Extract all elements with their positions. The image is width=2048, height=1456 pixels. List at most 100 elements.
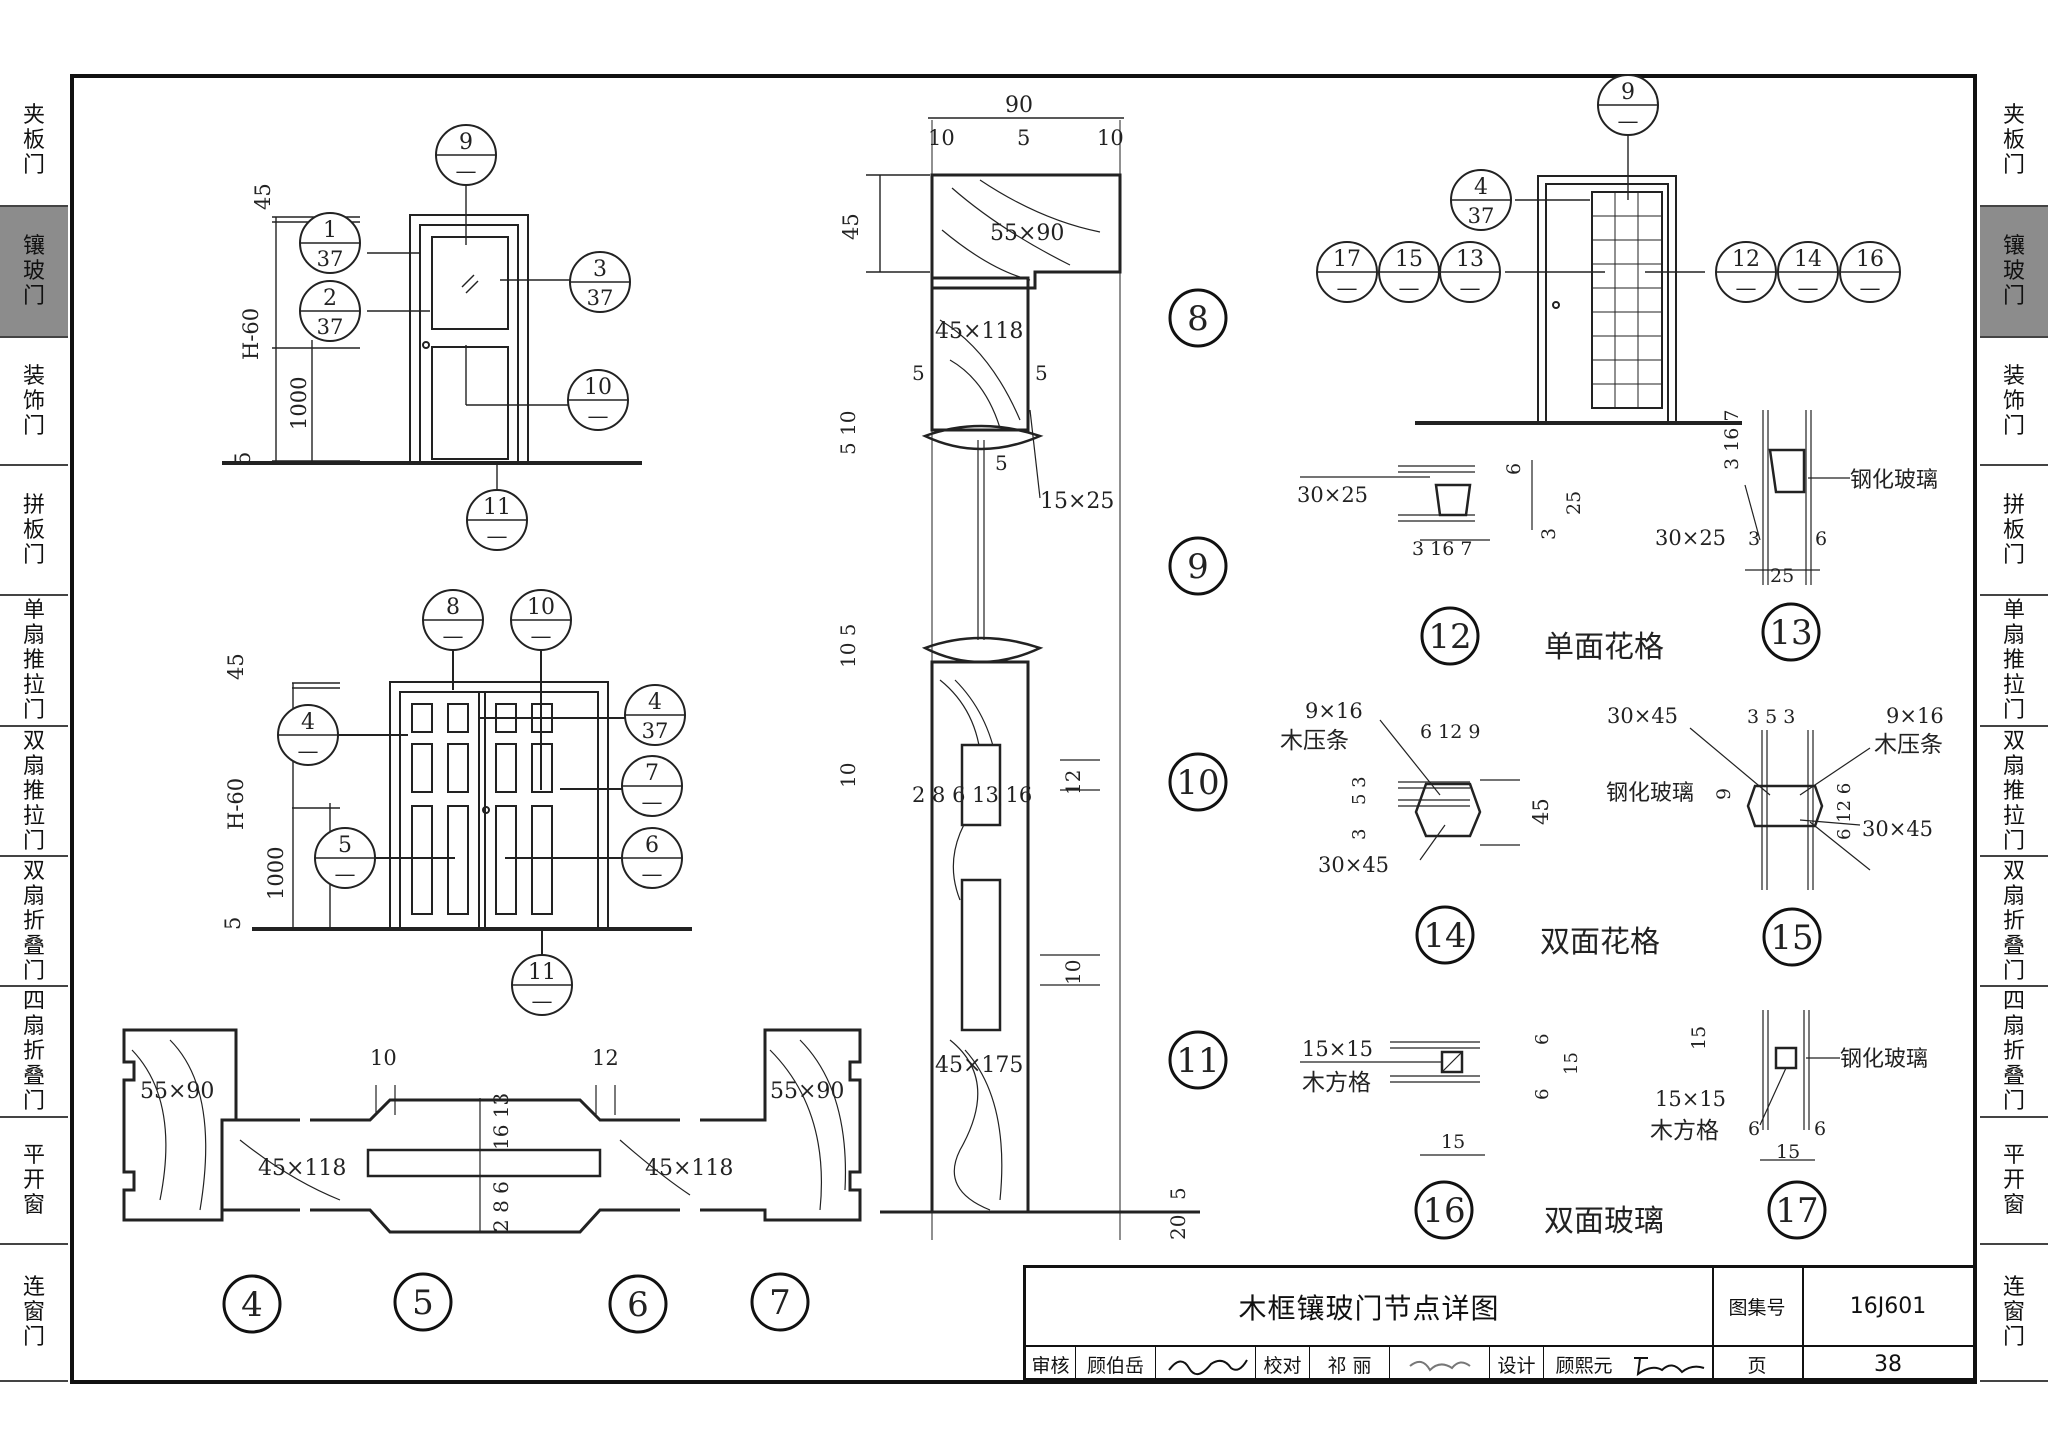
left-tab-1[interactable]: 镶玻门 xyxy=(0,207,68,338)
detail-number: 11 xyxy=(1176,1041,1219,1081)
callout-sheet-number: — xyxy=(1337,276,1358,300)
callout-detail-number: 11 xyxy=(528,960,556,985)
detail-marker-16: 16 xyxy=(1414,1180,1474,1240)
detail-circle xyxy=(1168,1030,1228,1090)
caption-double-glass: 双面玻璃 xyxy=(1544,1204,1664,1239)
callout-detail-number: 10 xyxy=(527,595,555,620)
callout-detail-number: 9 xyxy=(459,130,473,155)
detail-marker-5: 5 xyxy=(393,1272,453,1332)
d15-glass-label: 钢化玻璃 xyxy=(1606,781,1694,806)
index-callout-c4b: 4— xyxy=(277,704,339,766)
right-tab-5[interactable]: 双扇推拉门 xyxy=(1980,727,2048,857)
detail-circle xyxy=(222,1274,282,1334)
callout-detail-number: 4 xyxy=(648,690,662,715)
d17-6-left: 6 xyxy=(1748,1118,1760,1140)
callout-detail-number: 4 xyxy=(1474,175,1488,200)
right-tab-6[interactable]: 双扇折叠门 xyxy=(1980,857,2048,987)
d14-6-12-9: 6 12 9 xyxy=(1420,721,1480,743)
d16-15: 15 xyxy=(1561,1052,1582,1075)
left-tab-0[interactable]: 夹板门 xyxy=(0,76,68,207)
right-tab-0[interactable]: 夹板门 xyxy=(1980,76,2048,207)
dim-45-frame: 45 xyxy=(839,213,863,240)
index-callout-c10b: 10— xyxy=(510,589,572,651)
left-tab-5[interactable]: 双扇推拉门 xyxy=(0,727,68,857)
d15-30x45-bottom: 30×45 xyxy=(1862,817,1933,841)
callout-detail-number: 2 xyxy=(323,286,337,311)
right-tab-8[interactable]: 平开窗 xyxy=(1980,1118,2048,1245)
d15-6-12-6: 6 12 6 xyxy=(1834,783,1855,840)
reviewer-name: 顾伯岳 xyxy=(1076,1347,1156,1381)
drawing-border xyxy=(70,74,1977,1384)
tab-label: 拼板门 xyxy=(22,492,45,568)
d16-grid-label: 木方格 xyxy=(1302,1070,1371,1096)
detail-14-drawing xyxy=(1379,719,1520,861)
right-tab-1[interactable]: 镶玻门 xyxy=(1980,207,2048,338)
detail-number: 4 xyxy=(241,1285,263,1325)
left-tab-9[interactable]: 连窗门 xyxy=(0,1245,68,1382)
d13-6: 6 xyxy=(1815,528,1827,550)
index-callout-c1: 137 xyxy=(299,212,361,274)
right-tab-9[interactable]: 连窗门 xyxy=(1980,1245,2048,1382)
tab-label: 双扇折叠门 xyxy=(22,858,45,984)
drawing-title: 木框镶玻门节点详图 xyxy=(1238,1291,1500,1325)
detail-number: 15 xyxy=(1770,918,1813,958)
left-tab-7[interactable]: 四扇折叠门 xyxy=(0,987,68,1118)
left-tab-8[interactable]: 平开窗 xyxy=(0,1118,68,1245)
right-tab-4[interactable]: 单扇推拉门 xyxy=(1980,596,2048,727)
dim-h60b: H-60 xyxy=(224,778,248,830)
detail-15-drawing xyxy=(1689,727,1871,890)
d17-15b: 15 xyxy=(1776,1141,1800,1163)
dim-5b: 5 xyxy=(221,917,245,930)
index-callout-c4c: 437 xyxy=(624,684,686,746)
dim-2-8-6-13-16: 2 8 6 13 16 xyxy=(912,783,1032,807)
tab-label: 单扇推拉门 xyxy=(2002,598,2025,723)
detail-marker-11: 11 xyxy=(1168,1030,1228,1090)
detail-17-drawing xyxy=(1759,1010,1840,1161)
d17-grid-label: 木方格 xyxy=(1650,1118,1719,1144)
dim-5-bottom: 5 xyxy=(1166,1187,1190,1200)
left-tab-2[interactable]: 装饰门 xyxy=(0,338,68,466)
callout-detail-number: 17 xyxy=(1333,247,1361,272)
d16-6b: 6 xyxy=(1532,1089,1553,1100)
callout-detail-number: 11 xyxy=(483,495,511,520)
detail-16-drawing xyxy=(1300,1041,1485,1156)
left-tab-6[interactable]: 双扇折叠门 xyxy=(0,857,68,987)
detail-12-drawing xyxy=(1300,460,1533,541)
dim-p-2-8-6: 2 8 6 xyxy=(489,1181,513,1232)
callout-detail-number: 10 xyxy=(584,375,612,400)
callout-detail-number: 6 xyxy=(645,833,659,858)
title-block: 木框镶玻门节点详图 图集号 16J601 审核 顾伯岳 校对 祁 丽 设计 顾熙… xyxy=(1023,1265,1977,1381)
callout-sheet-number: — xyxy=(443,624,464,648)
detail-marker-4: 4 xyxy=(222,1274,282,1334)
detail-circle xyxy=(1168,536,1228,596)
detail-number: 14 xyxy=(1423,916,1466,956)
callout-detail-number: 16 xyxy=(1856,247,1884,272)
callout-sheet-number: — xyxy=(588,404,609,428)
detail-number: 9 xyxy=(1187,547,1209,587)
checker-name: 祁 丽 xyxy=(1310,1347,1390,1381)
d16-15x15: 15×15 xyxy=(1302,1037,1373,1061)
right-tab-7[interactable]: 四扇折叠门 xyxy=(1980,987,2048,1118)
index-callout-c7b: 7— xyxy=(621,755,683,817)
right-tab-3[interactable]: 拼板门 xyxy=(1980,466,2048,596)
callout-sheet-number: — xyxy=(1736,276,1757,300)
callout-detail-number: 15 xyxy=(1395,247,1423,272)
elevation-grid-door xyxy=(1415,130,1742,425)
right-tab-2[interactable]: 装饰门 xyxy=(1980,338,2048,466)
d14-9x16: 9×16 xyxy=(1305,699,1363,723)
left-tab-4[interactable]: 单扇推拉门 xyxy=(0,596,68,727)
tab-label: 镶玻门 xyxy=(22,234,45,309)
caption-double-sided: 双面花格 xyxy=(1540,925,1660,960)
tab-label: 镶玻门 xyxy=(2002,234,2025,309)
detail-marker-12: 12 xyxy=(1420,606,1480,666)
index-callout-c11: 11— xyxy=(466,489,528,551)
tab-label: 双扇推拉门 xyxy=(2002,728,2025,854)
dim-12: 12 xyxy=(1061,770,1085,795)
dim-10-low: 10 xyxy=(1061,960,1085,985)
detail-number: 8 xyxy=(1187,299,1209,339)
detail-marker-6: 6 xyxy=(608,1274,668,1334)
tab-label: 连窗门 xyxy=(2002,1275,2025,1350)
left-tab-3[interactable]: 拼板门 xyxy=(0,466,68,596)
label-rail-45x175: 45×175 xyxy=(935,1053,1023,1078)
